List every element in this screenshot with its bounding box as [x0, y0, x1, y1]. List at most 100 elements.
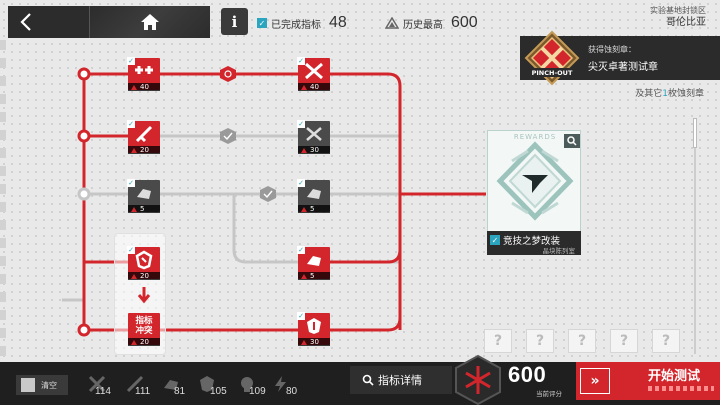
home-button[interactable]: [90, 6, 210, 38]
category-count: 105: [210, 386, 227, 397]
clear-icon: [21, 378, 35, 392]
home-icon: [141, 14, 159, 30]
indicator-node-r4c2[interactable]: ✓ 5: [297, 246, 330, 280]
info-icon: i: [231, 12, 238, 31]
history-label: 历史最高: [403, 19, 443, 31]
category-count: 109: [249, 386, 266, 397]
scrollbar-thumb[interactable]: [693, 118, 697, 148]
search-icon: [567, 136, 577, 146]
check-icon: ✓: [297, 120, 305, 128]
pinch-out-medal-icon[interactable]: PINCH-OUT: [524, 30, 580, 86]
link-hex-gray-2: [260, 186, 276, 202]
node-level: 20: [128, 338, 160, 346]
category-skull-icon[interactable]: [236, 374, 258, 394]
node-level: 20: [128, 146, 160, 154]
node-level: 30: [298, 146, 330, 154]
node-level: 20: [128, 272, 160, 280]
category-count: 81: [174, 386, 186, 397]
indicator-node-r1c1[interactable]: ✓ 40: [127, 57, 160, 91]
conflict-node-text: 指标 冲突: [135, 316, 153, 336]
shield-icon: [307, 318, 321, 334]
info-button[interactable]: i: [221, 8, 248, 35]
blade-icon: [135, 125, 153, 143]
check-icon: ✓: [297, 179, 305, 187]
back-button[interactable]: [8, 6, 90, 38]
node-level: 30: [298, 338, 330, 346]
check-icon: ✓: [297, 57, 305, 65]
reward-search-button[interactable]: [564, 134, 580, 148]
plus-plus-icon: [135, 66, 153, 74]
score-value: 600: [508, 362, 547, 387]
unknown-slot[interactable]: ?: [610, 329, 638, 353]
top-nav: [8, 6, 210, 38]
category-swords-icon[interactable]: [86, 374, 108, 394]
link-hex-red: [220, 66, 236, 82]
back-arrow-icon: [20, 13, 31, 31]
scrollbar[interactable]: [693, 118, 697, 354]
node-level: 5: [298, 205, 330, 213]
clear-button[interactable]: 清空: [16, 375, 68, 395]
completed-stat: ✓ 已完成指标 48: [257, 14, 347, 32]
indicator-node-r3c2[interactable]: ✓ 5: [297, 179, 330, 213]
link-hex-gray-1: [220, 128, 236, 144]
node-level: 5: [128, 205, 160, 213]
fist-icon: [307, 256, 321, 266]
crossed-swords-icon: [305, 62, 323, 80]
reward-name: 竞技之梦改装: [503, 236, 561, 247]
region-info: 实验基地封锁区 哥伦比亚: [650, 5, 706, 29]
double-arrow-icon: »: [580, 368, 610, 394]
medal-name: 尖灭卓著测试章: [588, 62, 658, 73]
check-icon: ✓: [127, 57, 135, 65]
history-triangle-icon: [385, 17, 399, 29]
node-level: 40: [128, 83, 160, 91]
history-value: 600: [451, 14, 478, 31]
history-stat: 历史最高 600: [385, 14, 478, 32]
medal-badge-text: PINCH-OUT: [532, 69, 573, 77]
category-count: 114: [95, 386, 111, 397]
indicator-conflict-node[interactable]: 指标 冲突 20: [128, 313, 160, 346]
reward-emblem-icon: [496, 141, 574, 221]
score-emblem-icon: [455, 354, 501, 405]
category-blade-icon[interactable]: [124, 374, 146, 394]
clear-label: 清空: [41, 380, 57, 390]
category-count: 80: [286, 386, 298, 397]
indicator-node-r4c1[interactable]: ✓ 20: [127, 246, 160, 280]
check-icon: ✓: [490, 235, 500, 245]
unknown-slot[interactable]: ?: [568, 329, 596, 353]
search-icon: [362, 374, 374, 386]
check-icon: ✓: [257, 18, 267, 28]
others-prefix: 及其它: [635, 89, 663, 99]
check-icon: ✓: [127, 246, 135, 254]
details-label: 指标详情: [378, 374, 422, 387]
crossed-blades-icon: [306, 127, 322, 141]
indicator-node-r2c2[interactable]: ✓ 30: [297, 120, 330, 154]
others-suffix: 枚蚀刻章: [667, 89, 704, 99]
region-name: 哥伦比亚: [666, 17, 706, 28]
shield-break-icon: [135, 250, 153, 270]
unknown-slot[interactable]: ?: [484, 329, 512, 353]
category-shield-icon[interactable]: [196, 374, 218, 394]
unknown-slot[interactable]: ?: [652, 329, 680, 353]
start-label: 开始测试: [648, 369, 701, 384]
indicator-node-r1c2[interactable]: ✓ 40: [297, 57, 330, 91]
left-edge-decoration: [0, 40, 6, 360]
indicator-node-r5c2[interactable]: ✓ 30: [297, 312, 330, 346]
indicator-details-button[interactable]: 指标详情: [350, 366, 452, 394]
indicator-node-r2c1[interactable]: ✓ 20: [127, 120, 160, 154]
check-icon: ✓: [127, 120, 135, 128]
reward-label: ✓ 竞技之梦改装 晶块陈列室: [487, 231, 581, 255]
check-icon: ✓: [127, 179, 135, 187]
category-fist-icon[interactable]: [160, 374, 182, 394]
category-bolt-icon[interactable]: [270, 374, 292, 394]
category-count: 111: [135, 386, 151, 397]
reward-banner: REWARDS: [513, 133, 557, 141]
other-medals-link[interactable]: 及其它1枚蚀刻章: [635, 86, 704, 99]
indicator-node-r3c1[interactable]: ✓ 5: [127, 179, 160, 213]
others-count: 1: [662, 89, 668, 99]
medal-obtain-label: 获得蚀刻章：: [588, 45, 636, 54]
check-icon: ✓: [297, 246, 305, 254]
fist-icon: [307, 189, 321, 199]
start-test-button[interactable]: » 开始测试: [576, 362, 720, 400]
node-level: 5: [298, 272, 330, 280]
unknown-slot[interactable]: ?: [526, 329, 554, 353]
